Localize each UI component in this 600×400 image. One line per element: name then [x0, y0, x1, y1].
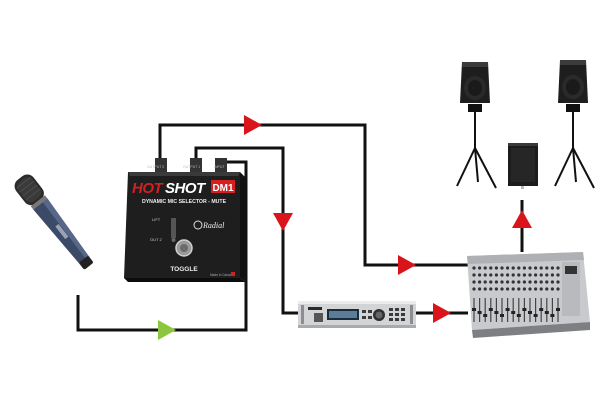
jack-label-output1: OUTPUT 1 — [183, 165, 200, 169]
pedal-to-mixer-arrow — [398, 255, 416, 275]
led-label-lift: LIFT — [152, 217, 161, 222]
rack-processor-icon — [298, 301, 416, 328]
mic-selector-pedal: OUTPUT 2 OUTPUT 1 INPUT HOT SHOT DM1 DYN… — [124, 158, 246, 282]
pedal-subtitle: DYNAMIC MIC SELECTOR - MUTE — [142, 199, 227, 205]
switch-label: TOGGLE — [170, 266, 198, 273]
lift-switch — [171, 218, 176, 238]
mixer-to-sub-arrow — [512, 210, 532, 228]
processor-to-mixer-arrow — [433, 303, 451, 323]
mic-to-pedal-arrow — [158, 320, 176, 340]
output1-arrow — [244, 115, 262, 135]
origin-label: Made in Canada — [210, 273, 234, 277]
brand-hot: HOT — [132, 180, 165, 197]
microphone-icon — [11, 171, 97, 273]
subwoofer-icon — [508, 143, 538, 189]
model-badge-text: DM1 — [212, 183, 234, 194]
jack-label-input: INPUT — [214, 165, 225, 169]
mixing-console-icon — [467, 252, 590, 338]
maple-leaf-icon — [231, 272, 235, 276]
maker-logo: Radial — [202, 221, 225, 230]
led-label-out2: OUT 2 — [150, 237, 162, 242]
left-speaker-icon — [457, 62, 496, 188]
out2-led — [172, 238, 176, 242]
brand-shot: SHOT — [165, 180, 207, 197]
right-speaker-icon — [555, 60, 594, 188]
output2-down-arrow — [273, 213, 293, 231]
jack-label-output2: OUTPUT 2 — [147, 165, 164, 169]
